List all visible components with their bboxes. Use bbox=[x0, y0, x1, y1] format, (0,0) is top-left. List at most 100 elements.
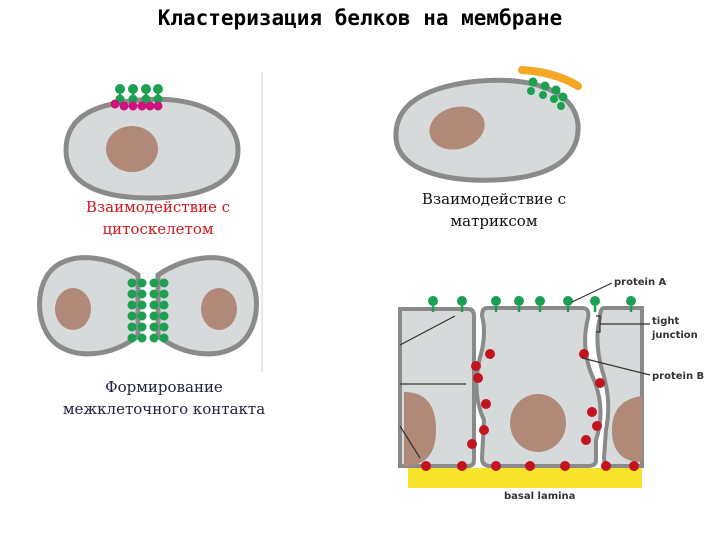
protein-b bbox=[473, 373, 483, 383]
green-protein bbox=[127, 289, 137, 299]
green-protein bbox=[127, 278, 137, 288]
label-leader-lines bbox=[399, 282, 651, 459]
extracellular-matrix bbox=[518, 66, 582, 90]
green-protein bbox=[149, 333, 159, 343]
green-protein bbox=[137, 322, 147, 332]
green-protein bbox=[149, 311, 159, 321]
green-protein bbox=[127, 322, 137, 332]
green-protein bbox=[127, 300, 137, 310]
green-protein bbox=[159, 311, 169, 321]
protein-b bbox=[595, 378, 605, 388]
caption-line: матриксом bbox=[450, 212, 538, 230]
protein-a bbox=[563, 296, 573, 306]
protein-b bbox=[560, 461, 570, 471]
protein-b bbox=[471, 361, 481, 371]
green-protein bbox=[558, 92, 568, 102]
protein-b bbox=[485, 349, 495, 359]
magenta-actin-bead bbox=[145, 101, 155, 111]
magenta-actin-bead bbox=[119, 101, 129, 111]
slide-title: Кластеризация белков на мембране bbox=[157, 6, 563, 30]
protein-a bbox=[428, 296, 438, 306]
green-protein bbox=[159, 322, 169, 332]
caption-matrix: Взаимодействие с матриксом bbox=[404, 188, 584, 232]
green-protein bbox=[137, 311, 147, 321]
nucleus-left bbox=[404, 392, 436, 466]
protein-b-markers bbox=[421, 349, 639, 471]
green-protein bbox=[159, 278, 169, 288]
green-protein bbox=[539, 91, 547, 99]
green-protein bbox=[137, 333, 147, 343]
caption-line: цитоскелетом bbox=[102, 220, 214, 238]
green-protein bbox=[137, 289, 147, 299]
protein-b bbox=[491, 461, 501, 471]
protein-a bbox=[514, 296, 524, 306]
magenta-actin-bead bbox=[110, 99, 120, 109]
epithelium-diagram: protein A tight junction protein B basal… bbox=[398, 277, 704, 502]
protein-a bbox=[457, 296, 467, 306]
nucleus bbox=[429, 106, 485, 150]
caption-line: Взаимодействие с bbox=[421, 190, 567, 208]
green-protein-cluster bbox=[527, 77, 568, 110]
protein-b bbox=[587, 407, 597, 417]
green-protein bbox=[153, 84, 163, 94]
cell-cytoskeleton bbox=[63, 84, 241, 201]
green-protein bbox=[128, 84, 138, 94]
protein-a bbox=[590, 296, 600, 306]
green-protein bbox=[141, 94, 151, 104]
label-basal-lamina: basal lamina bbox=[504, 491, 575, 502]
green-protein bbox=[528, 77, 538, 87]
cell-body bbox=[393, 77, 581, 183]
green-protein-ladder bbox=[127, 278, 169, 343]
green-protein bbox=[527, 87, 535, 95]
protein-a bbox=[491, 296, 501, 306]
cell-pair-junction bbox=[37, 255, 259, 357]
green-protein bbox=[137, 278, 147, 288]
green-protein bbox=[550, 95, 558, 103]
green-protein bbox=[149, 278, 159, 288]
magenta-cytoskeleton-chain bbox=[110, 99, 163, 111]
protein-b bbox=[592, 421, 602, 431]
protein-a-markers bbox=[428, 296, 636, 312]
caption-line: межклеточного контакта bbox=[62, 400, 266, 418]
green-protein bbox=[149, 289, 159, 299]
caption-line: Формирование bbox=[105, 378, 223, 396]
green-protein bbox=[127, 333, 137, 343]
protein-b bbox=[581, 435, 591, 445]
green-protein bbox=[149, 322, 159, 332]
caption-cytoskeleton: Взаимодействие с цитоскелетом bbox=[70, 196, 246, 240]
protein-b bbox=[629, 461, 639, 471]
nucleus bbox=[106, 126, 158, 172]
label-tight-junction-line1: tight bbox=[652, 316, 679, 327]
protein-a bbox=[535, 296, 545, 306]
magenta-actin-bead bbox=[128, 101, 138, 111]
protein-b bbox=[525, 461, 535, 471]
green-protein bbox=[149, 300, 159, 310]
green-protein bbox=[551, 85, 561, 95]
basal-lamina bbox=[408, 468, 642, 488]
cell-matrix bbox=[393, 66, 582, 183]
nucleus-left bbox=[55, 288, 91, 330]
protein-b bbox=[579, 349, 589, 359]
protein-b bbox=[481, 399, 491, 409]
caption-line: Взаимодействие с bbox=[85, 198, 231, 216]
green-protein bbox=[159, 300, 169, 310]
nucleus-right bbox=[612, 396, 642, 462]
protein-b bbox=[479, 425, 489, 435]
green-protein bbox=[153, 94, 163, 104]
nucleus-right bbox=[201, 288, 237, 330]
green-protein bbox=[128, 94, 138, 104]
label-protein-b: protein B bbox=[652, 371, 704, 382]
green-protein bbox=[115, 84, 125, 94]
green-protein bbox=[137, 300, 147, 310]
green-protein bbox=[141, 84, 151, 94]
nucleus-center bbox=[510, 394, 566, 452]
green-protein bbox=[540, 81, 550, 91]
green-protein bbox=[127, 311, 137, 321]
green-protein-cluster bbox=[115, 84, 163, 104]
green-protein bbox=[159, 289, 169, 299]
protein-b bbox=[467, 439, 477, 449]
protein-b bbox=[421, 461, 431, 471]
green-protein bbox=[159, 333, 169, 343]
